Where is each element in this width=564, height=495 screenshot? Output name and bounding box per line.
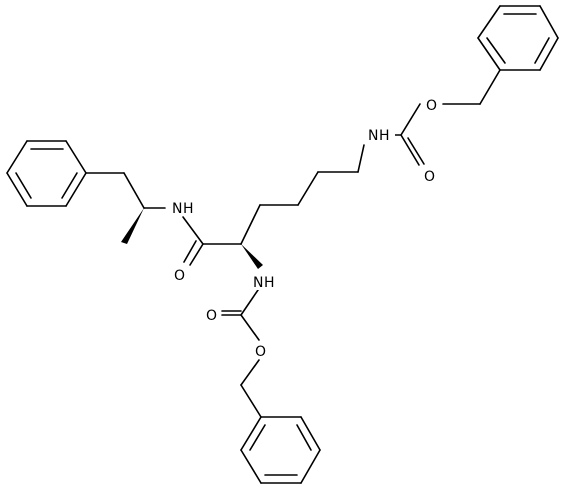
- benzene-ring-bottom: [240, 416, 321, 484]
- benzene-ring-left: [6, 140, 87, 207]
- alpha-wedge: [241, 244, 263, 269]
- atom-label-n: N: [172, 201, 182, 217]
- atom-label-h: H: [183, 201, 194, 217]
- atom-labels: N H O O N H O N H O O: [169, 95, 437, 360]
- atom-label-n: N: [253, 275, 263, 291]
- methyl-wedge: [121, 208, 144, 244]
- atom-label-o: O: [174, 268, 185, 284]
- phenylpropyl-chain: [85, 172, 166, 244]
- top-cbz-chain: [357, 69, 501, 173]
- atom-label-o: O: [426, 98, 437, 114]
- bottom-cbz-chain: [221, 289, 262, 418]
- atom-label-o: O: [424, 169, 435, 185]
- lysine-chain: [202, 171, 359, 245]
- atom-label-o: O: [255, 344, 266, 360]
- benzene-ring-top: [477, 5, 559, 71]
- atom-label-h: H: [379, 128, 390, 144]
- atom-label-n: N: [368, 128, 378, 144]
- atom-label-o: O: [206, 308, 217, 324]
- atom-label-h: H: [264, 275, 275, 291]
- amide-group: [182, 216, 204, 266]
